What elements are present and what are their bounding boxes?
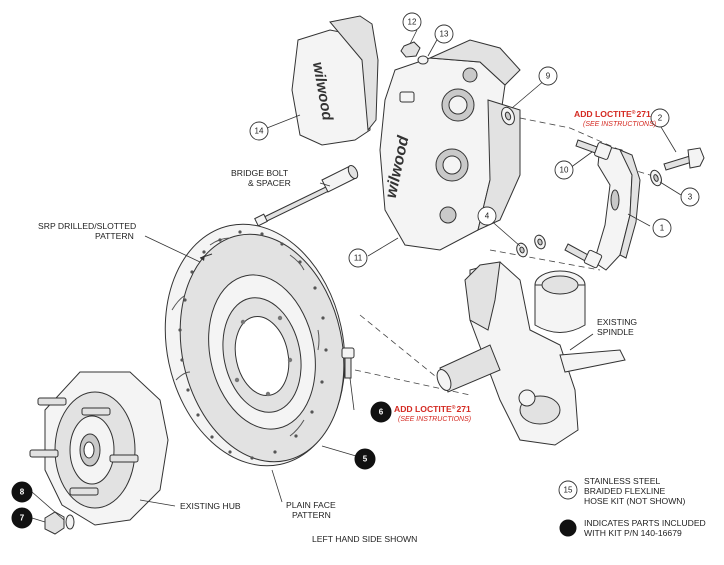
callout-6[interactable]: 6 [370, 401, 392, 423]
rotor-bolt [341, 347, 355, 379]
svg-text:SPINDLE: SPINDLE [597, 327, 634, 337]
svg-text:(SEE INSTRUCTIONS): (SEE INSTRUCTIONS) [583, 121, 656, 128]
callout-4: 4 [477, 206, 497, 226]
svg-text:13: 13 [440, 30, 449, 39]
svg-text:15: 15 [564, 486, 573, 495]
svg-text:INDICATES PARTS INCLUDED: INDICATES PARTS INCLUDED [584, 518, 706, 528]
callout-13: 13 [434, 24, 454, 44]
svg-text:14: 14 [255, 127, 264, 136]
lug-nut-washer [44, 511, 75, 535]
svg-text:PATTERN: PATTERN [292, 510, 331, 520]
callout-9: 9 [538, 66, 558, 86]
svg-text:(SEE INSTRUCTIONS): (SEE INSTRUCTIONS) [398, 416, 471, 423]
svg-text:ADD LOCTITE®271: ADD LOCTITE®271 [574, 109, 651, 119]
callout-10: 10 [554, 160, 574, 180]
svg-text:BRIDGE BOLT: BRIDGE BOLT [231, 168, 289, 178]
svg-text:6: 6 [379, 408, 384, 417]
label-loctite-top: ADD LOCTITE®271 (SEE INSTRUCTIONS) [574, 109, 656, 128]
svg-text:& SPACER: & SPACER [248, 178, 291, 188]
rotor-slots [171, 237, 320, 437]
footer-caption: LEFT HAND SIDE SHOWN [312, 534, 417, 544]
svg-text:7: 7 [20, 514, 25, 523]
label-srp-pattern: SRP DRILLED/SLOTTED PATTERN [38, 221, 136, 241]
callout-12: 12 [402, 12, 422, 32]
legend-kit-parts: INDICATES PARTS INCLUDED WITH KIT P/N 14… [559, 518, 706, 538]
bridge-bolt [254, 164, 359, 227]
svg-text:WITH KIT P/N 140-16679: WITH KIT P/N 140-16679 [584, 528, 682, 538]
callout-14: 14 [249, 121, 269, 141]
svg-text:8: 8 [20, 488, 25, 497]
washers-4 [516, 234, 546, 258]
svg-text:LEFT HAND SIDE SHOWN: LEFT HAND SIDE SHOWN [312, 534, 417, 544]
svg-text:BRAIDED FLEXLINE: BRAIDED FLEXLINE [584, 486, 665, 496]
callout-7[interactable]: 7 [11, 507, 33, 529]
hub-studs [29, 397, 139, 496]
svg-text:HOSE KIT (NOT SHOWN): HOSE KIT (NOT SHOWN) [584, 496, 686, 506]
svg-text:5: 5 [363, 455, 368, 464]
callout-11: 11 [348, 248, 368, 268]
svg-text:STAINLESS STEEL: STAINLESS STEEL [584, 476, 660, 486]
caliper-nut-washer [400, 41, 429, 65]
svg-text:10: 10 [560, 166, 569, 175]
label-bridge-bolt: BRIDGE BOLT & SPACER [231, 168, 291, 188]
svg-text:3: 3 [688, 193, 693, 202]
rotor [164, 223, 346, 467]
callout-8[interactable]: 8 [11, 481, 33, 503]
callout-3: 3 [680, 187, 700, 207]
callout-1: 1 [652, 218, 672, 238]
mounting-bracket [593, 144, 641, 271]
rotor-hat-holes [234, 315, 293, 397]
svg-text:11: 11 [354, 254, 363, 263]
bracket-bolts [564, 139, 612, 269]
svg-text:EXISTING: EXISTING [597, 317, 637, 327]
svg-text:EXISTING HUB: EXISTING HUB [180, 501, 241, 511]
svg-text:SRP DRILLED/SLOTTED: SRP DRILLED/SLOTTED [38, 221, 136, 231]
svg-text:12: 12 [408, 18, 417, 27]
callout-15: 15 [558, 480, 578, 500]
label-existing-spindle: EXISTING SPINDLE [597, 317, 637, 337]
washer-3 [650, 169, 662, 187]
bolt-2 [663, 147, 705, 171]
existing-spindle [436, 261, 626, 446]
svg-text:1: 1 [660, 224, 665, 233]
svg-text:ADD LOCTITE®271: ADD LOCTITE®271 [394, 404, 471, 414]
existing-hub [29, 371, 169, 526]
svg-text:2: 2 [658, 114, 663, 123]
svg-text:PATTERN: PATTERN [95, 231, 134, 241]
callout-5[interactable]: 5 [354, 448, 376, 470]
svg-text:PLAIN FACE: PLAIN FACE [286, 500, 336, 510]
svg-text:4: 4 [485, 212, 490, 221]
callout-2: 2 [650, 108, 670, 128]
svg-text:9: 9 [546, 72, 551, 81]
label-loctite-mid: ADD LOCTITE®271 (SEE INSTRUCTIONS) [394, 404, 471, 423]
caliper: wilwood [379, 39, 521, 251]
label-hose-kit: STAINLESS STEEL BRAIDED FLEXLINE HOSE KI… [584, 476, 686, 506]
washer-9 [501, 106, 515, 126]
label-plain-face-pattern: PLAIN FACE PATTERN [286, 500, 336, 520]
brake-pads: wilwood [291, 15, 379, 146]
label-existing-hub: EXISTING HUB [180, 501, 241, 511]
legend-kit-marker [559, 519, 577, 537]
